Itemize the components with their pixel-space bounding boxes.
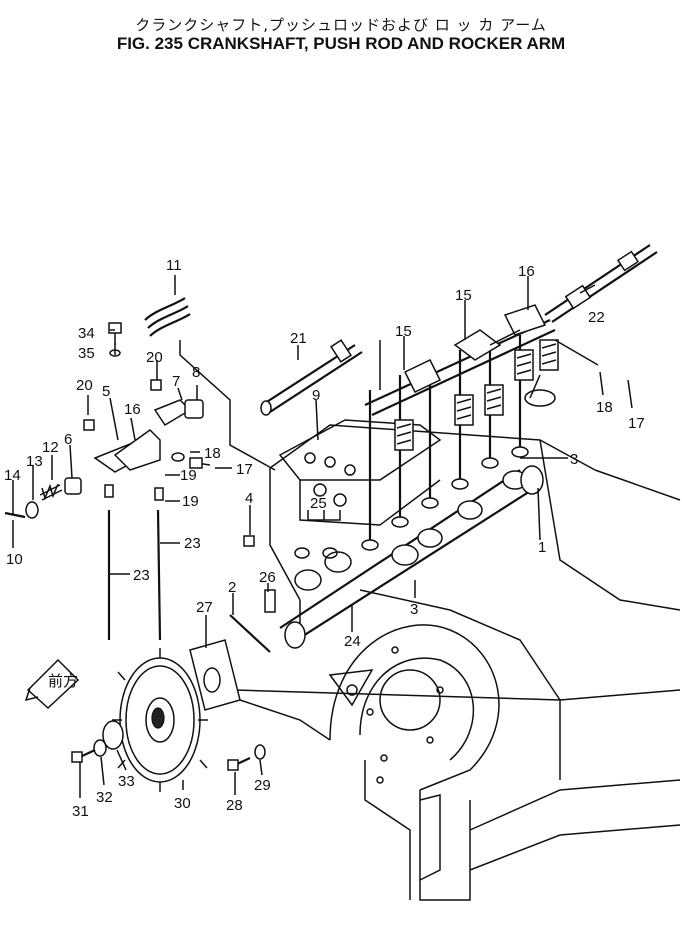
cylinder-head bbox=[278, 419, 442, 526]
leader-lines bbox=[12, 275, 633, 798]
callout-15: 15 bbox=[395, 323, 412, 340]
callout-17: 17 bbox=[628, 415, 645, 432]
engine-block bbox=[234, 424, 681, 901]
callout-17: 17 bbox=[236, 461, 253, 478]
callout-18: 18 bbox=[204, 445, 221, 462]
diagram-title: FIG. 235 CRANKSHAFT, PUSH ROD AND ROCKER… bbox=[116, 34, 566, 53]
callout-20: 20 bbox=[76, 377, 93, 394]
diagram-title-japanese: クランクシャフト,プッシュロッドおよび ロ ッ カ アーム bbox=[135, 16, 547, 34]
callout-9: 9 bbox=[312, 387, 320, 404]
callout-33: 33 bbox=[118, 773, 135, 790]
callout-1: 1 bbox=[538, 539, 546, 556]
callout-labels: 1 2 3 3 4 5 6 7 8 9 10 11 12 13 14 15 15… bbox=[4, 257, 645, 820]
callout-16: 16 bbox=[124, 401, 141, 418]
callout-13: 13 bbox=[26, 453, 43, 470]
callout-26: 26 bbox=[259, 569, 276, 586]
left-rocker-exploded bbox=[4, 297, 211, 641]
callout-10: 10 bbox=[6, 551, 23, 568]
callout-4: 4 bbox=[245, 490, 253, 507]
callout-27: 27 bbox=[196, 599, 213, 616]
callout-16: 16 bbox=[518, 263, 535, 280]
callout-23: 23 bbox=[184, 535, 201, 552]
callout-31: 31 bbox=[72, 803, 89, 820]
callout-19: 19 bbox=[182, 493, 199, 510]
callout-14: 14 bbox=[4, 467, 21, 484]
callout-8: 8 bbox=[192, 364, 200, 381]
callout-15: 15 bbox=[455, 287, 472, 304]
callout-30: 30 bbox=[174, 795, 191, 812]
callout-24: 24 bbox=[344, 633, 361, 650]
callout-32: 32 bbox=[96, 789, 113, 806]
callout-34: 34 bbox=[78, 325, 95, 342]
cam-gear bbox=[71, 535, 276, 792]
callout-20: 20 bbox=[146, 349, 163, 366]
callout-6: 6 bbox=[64, 431, 72, 448]
callout-11: 11 bbox=[166, 257, 182, 274]
callout-28: 28 bbox=[226, 797, 243, 814]
callout-2: 2 bbox=[228, 579, 236, 596]
callout-29: 29 bbox=[254, 777, 271, 794]
front-direction-marker: 前方 bbox=[24, 658, 80, 710]
callout-23: 23 bbox=[133, 567, 150, 584]
callout-3: 3 bbox=[570, 451, 578, 468]
callout-5: 5 bbox=[102, 383, 110, 400]
callout-7: 7 bbox=[172, 373, 180, 390]
callout-18: 18 bbox=[596, 399, 613, 416]
callout-21: 21 bbox=[290, 330, 307, 347]
callout-12: 12 bbox=[42, 439, 59, 456]
front-marker-label: 前方 bbox=[48, 673, 78, 690]
camshaft bbox=[279, 465, 544, 649]
callout-19: 19 bbox=[180, 467, 197, 484]
callout-35: 35 bbox=[78, 345, 95, 362]
callout-3: 3 bbox=[410, 601, 418, 618]
callout-22: 22 bbox=[588, 309, 605, 326]
rocker-assembly bbox=[364, 304, 559, 451]
callout-25: 25 bbox=[310, 495, 327, 512]
